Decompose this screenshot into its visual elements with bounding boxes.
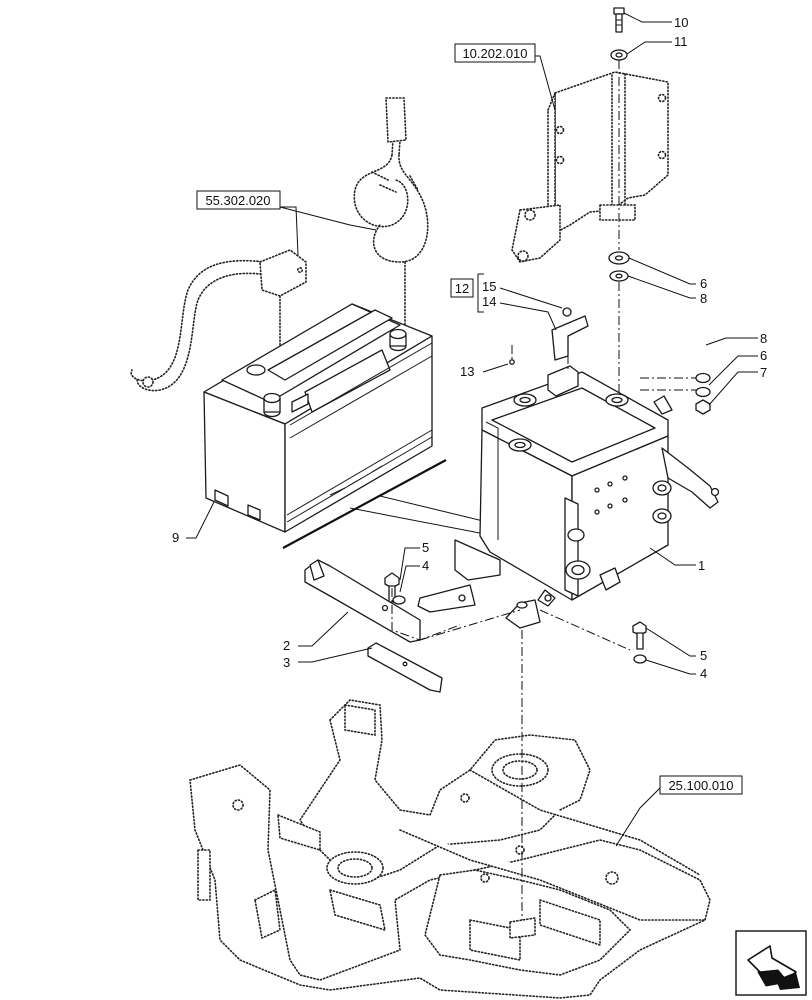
front-frame: [189, 699, 711, 999]
bolt-10: [613, 7, 625, 33]
ref-box-frame: 25.100.010: [659, 775, 743, 795]
callout-8-top: 8: [700, 291, 707, 306]
callout-4-left: 4: [422, 558, 429, 573]
callout-5-right: 5: [700, 648, 707, 663]
callout-13: 13: [460, 364, 474, 379]
fasteners-6-7-8: [695, 372, 711, 415]
callout-4-right: 4: [700, 666, 707, 681]
strip-3: [367, 642, 443, 693]
leader-lines: [186, 12, 758, 847]
battery-tray-1: [417, 365, 720, 629]
battery-9: [203, 303, 433, 533]
svg-text:12: 12: [455, 281, 469, 296]
callout-1: 1: [698, 558, 705, 573]
callout-14: 14: [482, 294, 496, 309]
washer-11: [610, 49, 628, 61]
callout-6-right: 6: [760, 348, 767, 363]
bolt-5-washer-4-left: [384, 572, 406, 605]
washer-8-top: [609, 270, 629, 282]
next-page-arrow-icon[interactable]: [735, 930, 807, 996]
svg-text:10.202.010: 10.202.010: [462, 46, 527, 61]
callout-2: 2: [283, 638, 290, 653]
callout-9: 9: [172, 530, 179, 545]
callouts: 10 11 6 8 15 14 13 8 6 7 5 4 1 2 3 9 5 4: [172, 15, 767, 681]
callout-7: 7: [760, 365, 767, 380]
callout-3: 3: [283, 655, 290, 670]
ref-box-kit: 12: [450, 278, 474, 298]
upper-bracket: [511, 71, 669, 263]
kit-bracket: [477, 273, 484, 313]
callout-8-right: 8: [760, 331, 767, 346]
callout-15: 15: [482, 279, 496, 294]
svg-text:25.100.010: 25.100.010: [668, 778, 733, 793]
bolt-5-washer-4-right: [632, 621, 647, 664]
ref-box-bracket: 10.202.010: [454, 43, 536, 63]
callout-10: 10: [674, 15, 688, 30]
ref-box-cable: 55.302.020: [196, 190, 281, 210]
clip-14: [551, 307, 589, 361]
callout-5-left: 5: [422, 540, 429, 555]
washer-6-top: [608, 251, 630, 265]
svg-text:55.302.020: 55.302.020: [205, 193, 270, 208]
callout-6-top: 6: [700, 276, 707, 291]
callout-11: 11: [674, 34, 688, 49]
assembly-lines: [391, 60, 696, 920]
part-13: [509, 359, 515, 365]
